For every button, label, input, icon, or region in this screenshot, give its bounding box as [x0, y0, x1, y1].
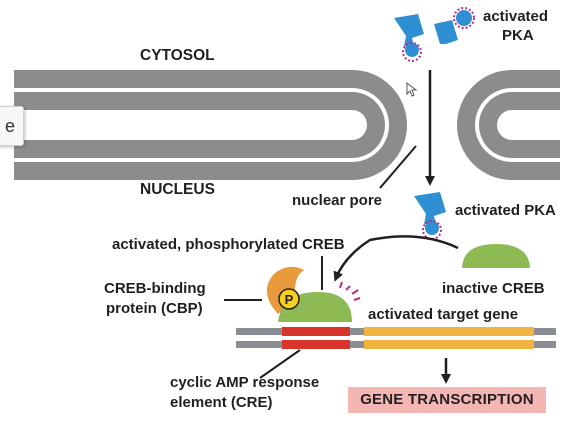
cbp-label-line2: protein (CBP) — [106, 300, 203, 317]
inactive-creb-shape — [462, 244, 530, 268]
active-creb-phosphorylation-marks — [339, 281, 361, 301]
collapsed-side-tab[interactable]: e — [0, 106, 24, 146]
activated-pka-top-left-icon — [394, 14, 424, 62]
inactive-creb-label: inactive CREB — [442, 280, 545, 297]
nuclear-pore-pointer — [379, 145, 417, 189]
cytosol-label: CYTOSOL — [140, 47, 215, 64]
activated-phosphorylated-creb-label: activated, phosphorylated CREB — [112, 236, 345, 253]
activated-pka-label: activated PKA — [455, 202, 556, 219]
cre-label-line1: cyclic AMP response — [170, 374, 320, 391]
nuclear-envelope-right — [457, 70, 560, 180]
nuclear-envelope-left — [14, 70, 407, 180]
mouse-pointer-icon — [406, 82, 418, 97]
cre-segment — [282, 327, 350, 349]
cre-label-line2: element (CRE) — [170, 394, 273, 411]
target-gene-segment — [364, 327, 534, 349]
phosphate-symbol: P — [285, 292, 294, 307]
phosphate-circle-icon: P — [278, 288, 300, 310]
activated-pka-top-right-icon — [434, 7, 475, 44]
cbp-label-line1: CREB-binding — [104, 280, 206, 297]
activated-target-gene-label: activated target gene — [368, 306, 519, 323]
cre-pointer — [259, 349, 301, 379]
nucleus-label: NUCLEUS — [140, 181, 215, 198]
activation-arrow — [333, 235, 459, 282]
activated-pka-nucleus-icon — [414, 192, 446, 240]
activated-pka-top-label-line2: PKA — [502, 27, 534, 44]
activated-pka-top-label-line1: activated — [483, 8, 549, 25]
gene-transcription-label: GENE TRANSCRIPTION — [348, 387, 546, 413]
nuclear-pore-label: nuclear pore — [292, 192, 383, 209]
